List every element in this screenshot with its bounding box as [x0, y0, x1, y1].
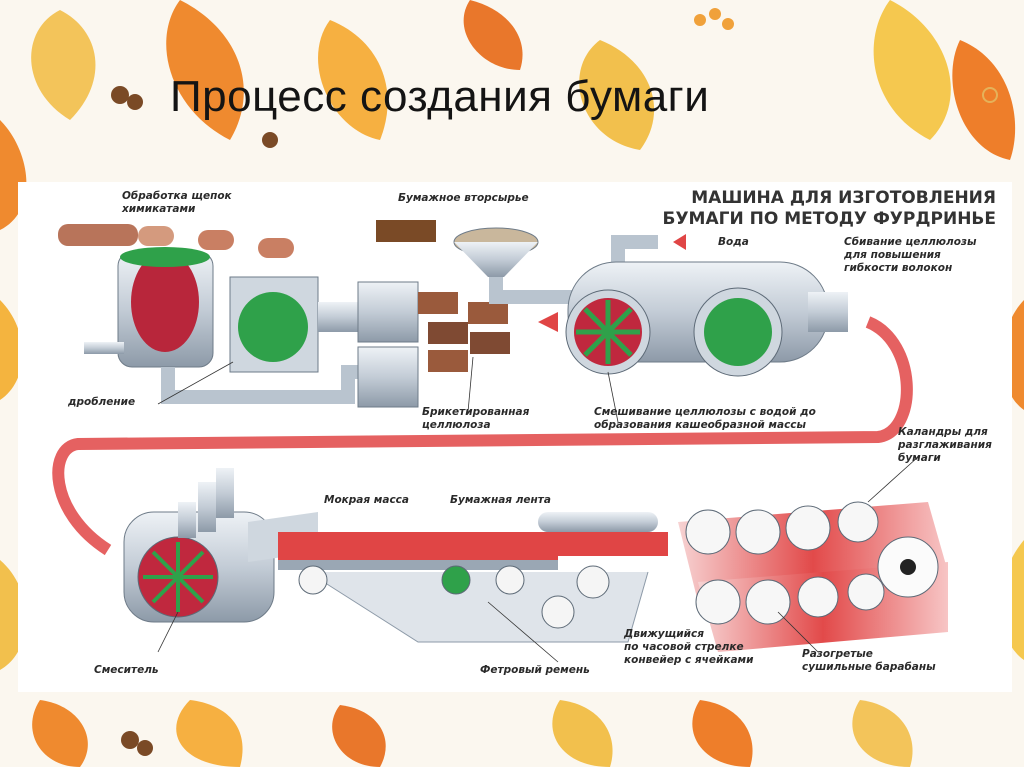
diagram-heading: МАШИНА ДЛЯ ИЗГОТОВЛЕНИЯ БУМАГИ ПО МЕТОДУ… [662, 188, 996, 230]
label-text: Брикетированная [422, 406, 529, 419]
label-text: конвейер с ячейками [624, 654, 753, 667]
label-text: Разогретые [802, 648, 936, 661]
label-text: Обработка щепок [122, 190, 232, 203]
label-mixing: Смешивание целлюлозы с водой до образова… [594, 406, 816, 432]
label-water: Вода [718, 236, 749, 249]
label-briquetted-pulp: Брикетированная целлюлоза [422, 406, 529, 432]
diagram-heading-line1: МАШИНА ДЛЯ ИЗГОТОВЛЕНИЯ [662, 188, 996, 209]
beater-drums [538, 234, 848, 376]
label-mixer: Смеситель [94, 664, 159, 677]
label-text: для повышения [844, 249, 977, 262]
forming-table [248, 512, 668, 642]
label-text: разглаживания [898, 439, 992, 452]
label-text: образования кашеобразной массы [594, 419, 816, 432]
label-paper-web: Бумажная лента [450, 494, 551, 507]
label-text: сушильные барабаны [802, 661, 936, 674]
label-text: Движущийся [624, 628, 753, 641]
label-text: по часовой стрелке [624, 641, 753, 654]
label-wet-mass: Мокрая масса [324, 494, 409, 507]
label-pulp-beating: Сбивание целлюлозы для повышения гибкост… [844, 236, 977, 275]
label-crushing: дробление [68, 396, 135, 409]
slide-title: Процесс создания бумаги [170, 72, 709, 122]
diagram-heading-line2: БУМАГИ ПО МЕТОДУ ФУРДРИНЬЕ [662, 209, 996, 230]
label-recycled-paper: Бумажное вторсырье [398, 192, 529, 205]
label-chips-treatment: Обработка щепок химикатами [122, 190, 232, 216]
label-text: химикатами [122, 203, 232, 216]
fourdrinier-diagram: МАШИНА ДЛЯ ИЗГОТОВЛЕНИЯ БУМАГИ ПО МЕТОДУ… [18, 182, 1012, 692]
crusher-box [230, 277, 368, 372]
label-text: бумаги [898, 452, 992, 465]
label-text: гибкости волокон [844, 262, 977, 275]
label-text: целлюлоза [422, 419, 529, 432]
label-conveyor: Движущийся по часовой стрелке конвейер с… [624, 628, 753, 667]
label-text: Сбивание целлюлозы [844, 236, 977, 249]
press-blocks [358, 282, 418, 407]
chemical-tank [84, 247, 213, 367]
label-text: Каландры для [898, 426, 992, 439]
label-drying-drums: Разогретые сушильные барабаны [802, 648, 936, 674]
label-felt-belt: Фетровый ремень [480, 664, 590, 677]
label-text: Смешивание целлюлозы с водой до [594, 406, 816, 419]
label-calenders: Каландры для разглаживания бумаги [898, 426, 992, 465]
